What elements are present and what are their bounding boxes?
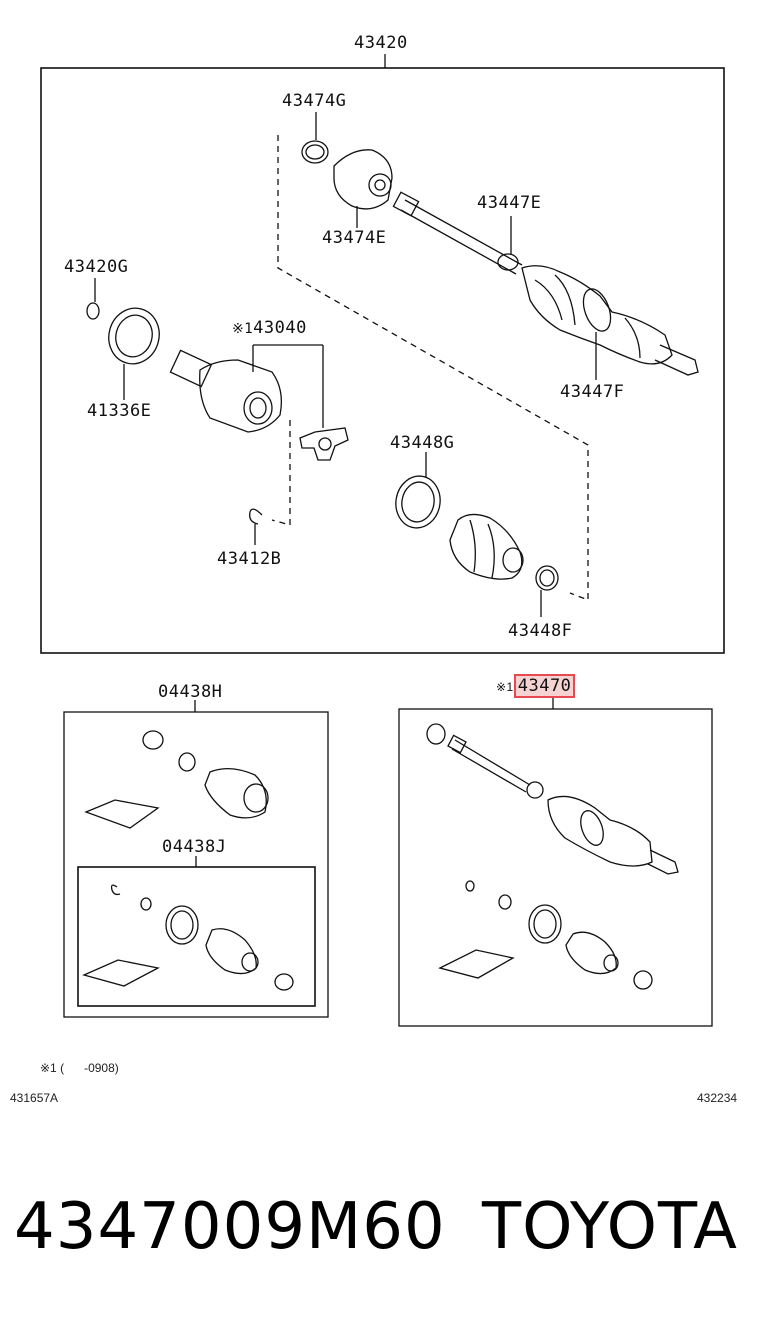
brand-name: TOYOTA [482, 1190, 738, 1264]
inboard-joint-housing [169, 349, 283, 433]
part-43474g[interactable]: 43474G [282, 91, 347, 111]
kit-04438h-parts [84, 730, 269, 829]
variant-mark: ※1 [496, 680, 514, 694]
footnote: ※1 ( -0908) [40, 1061, 119, 1075]
highlighted-part-43470[interactable]: 43470 [513, 674, 576, 698]
snap-ring-43420g [86, 278, 100, 320]
kit-frame-04438h [63, 711, 329, 1018]
part-43447f[interactable]: 43447F [560, 382, 625, 402]
kit-43470-parts [426, 723, 679, 990]
assembly-frame [40, 67, 725, 654]
part-43447e[interactable]: 43447E [477, 193, 542, 213]
clamp-43448g [395, 452, 441, 529]
part-43448f[interactable]: 43448F [508, 621, 573, 641]
figure-code-left: 431657A [10, 1091, 59, 1105]
part-43040-mark: ※143040 [232, 318, 307, 338]
kit-04438h-label[interactable]: 04438H [158, 682, 223, 702]
footnote-text: ( -0908) [60, 1061, 119, 1075]
part-number: 4347009M60 [14, 1190, 446, 1264]
kit-frame-04438j [77, 866, 316, 1007]
ring-41336e [108, 307, 160, 400]
damper-43474e [333, 149, 393, 228]
clamp-43448f [535, 565, 559, 617]
inner-boot [449, 513, 524, 580]
clamp-43474g [301, 112, 329, 164]
drive-shaft [392, 191, 699, 380]
tripod-43040 [252, 344, 349, 461]
clip-43412b [249, 508, 263, 545]
dashed-group-outline [277, 135, 589, 601]
figure-code-right: 432234 [697, 1091, 738, 1105]
kit-04438j-label[interactable]: 04438J [162, 837, 227, 857]
part-43420g[interactable]: 43420G [64, 257, 129, 277]
part-41336e[interactable]: 41336E [87, 401, 152, 421]
kit-04438j-parts [82, 884, 294, 991]
part-43474e[interactable]: 43474E [322, 228, 387, 248]
variant-mark: ※1 [232, 321, 254, 337]
part-43412b[interactable]: 43412B [217, 549, 282, 569]
kit-frame-43470 [398, 708, 713, 1027]
part-43040[interactable]: 43040 [253, 318, 307, 338]
assembly-label[interactable]: 43420 [354, 33, 408, 53]
dashed-group-inner [271, 420, 291, 526]
part-43448g[interactable]: 43448G [390, 433, 455, 453]
footnote-mark: ※1 [40, 1061, 57, 1075]
